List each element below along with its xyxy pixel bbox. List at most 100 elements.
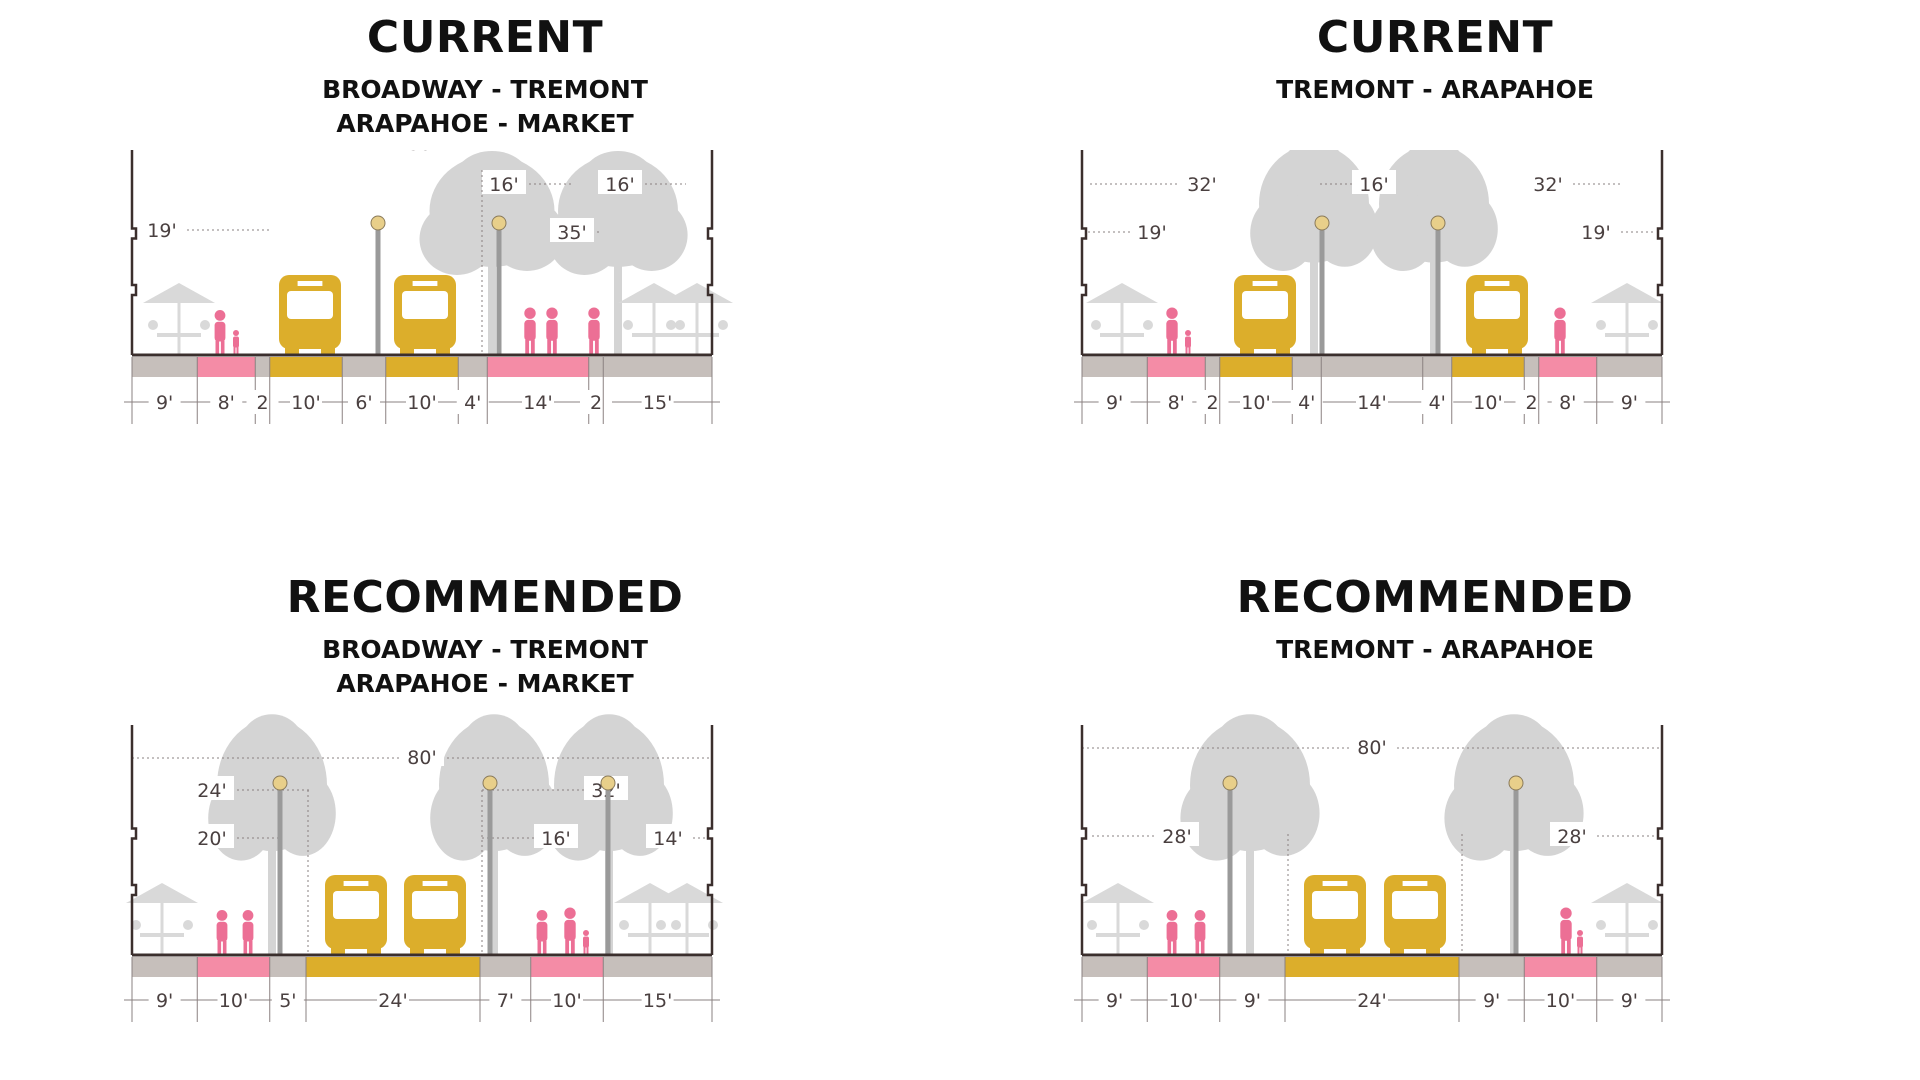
lane-label-bg: [246, 390, 279, 414]
lane-segment-sidewalk: [1459, 957, 1525, 977]
bus-sign: [422, 881, 448, 886]
streetlight-pole: [1319, 223, 1325, 355]
lane-width-label: 6': [355, 392, 372, 414]
person-body: [1185, 336, 1191, 348]
person-head: [1166, 307, 1178, 319]
cafe-table: [1100, 333, 1144, 337]
dimension-label-bg: [400, 150, 444, 152]
cafe-patron: [656, 920, 666, 930]
section-current-broadway: CURRENT BROADWAY - TREMONT ARAPAHOE - MA…: [110, 0, 860, 540]
section-subtitle-line-1: BROADWAY - TREMONT: [322, 635, 648, 664]
lane-segment-bus: [269, 357, 343, 377]
bus-wheel: [285, 347, 299, 355]
lane-width-label: 24': [1357, 990, 1386, 1012]
section-subtitle-line-1: BROADWAY - TREMONT: [322, 75, 648, 104]
person-body: [546, 319, 558, 341]
streetlight-icon: [272, 775, 288, 955]
cafe-table: [1096, 933, 1140, 937]
dimension-label-bg: [1526, 170, 1570, 194]
tree-canopy: [239, 714, 305, 781]
pedestrian-icon: [242, 910, 254, 955]
height-dimension-label: 14': [653, 828, 682, 850]
streetlight-pole: [1227, 783, 1233, 955]
diagram-group: 80'28'28'9'10'9'24'9'10'9': [1074, 714, 1670, 1022]
height-dimension-label: 16': [541, 828, 570, 850]
lane-label-bg: [641, 988, 674, 1012]
cafe-umbrella-icon: [143, 283, 215, 355]
lane-label-bg: [1240, 390, 1272, 414]
bus-icon: [1384, 875, 1446, 955]
lane-width-label: 4': [1298, 392, 1315, 414]
person-body: [216, 921, 228, 942]
lane-segment-buffer: [1205, 357, 1220, 377]
streetlight-lamp: [1314, 215, 1330, 231]
cafe-umbrella-icon: [1591, 883, 1663, 955]
bus-windshield: [1474, 291, 1520, 319]
tree-canopy: [1370, 195, 1437, 271]
lane-label-bg: [1551, 390, 1584, 414]
pedestrian-icon: [1577, 930, 1583, 955]
person-head: [242, 910, 254, 921]
streetlight-icon: [1222, 775, 1238, 955]
lane-label-bg: [551, 988, 583, 1012]
person-leg: [243, 940, 248, 955]
pedestrian-icon: [564, 907, 576, 955]
bus-wheel: [1426, 947, 1440, 955]
lane-width-label: 15': [643, 990, 672, 1012]
lane-width-label: 2: [256, 392, 268, 414]
building-edge: [1656, 150, 1664, 355]
lane-width-label: 9': [156, 990, 173, 1012]
pedestrian-icon: [216, 910, 228, 955]
lane-width-label: 10': [291, 392, 320, 414]
dimension-label-bg: [1350, 734, 1394, 756]
lane-width-label: 2: [1206, 392, 1218, 414]
person-body: [1166, 921, 1178, 942]
bus-wheel: [436, 347, 450, 355]
building-edge: [706, 150, 714, 355]
person-body: [1554, 319, 1566, 341]
overall-width-label: 80': [407, 150, 436, 155]
lane-width-label: 10': [552, 990, 581, 1012]
streetlight-pole: [496, 223, 502, 355]
bus-wheel: [1346, 947, 1360, 955]
tree-trunk: [268, 825, 276, 955]
lane-width-label: 8': [1559, 392, 1576, 414]
lane-width-label: 10': [219, 990, 248, 1012]
umbrella-canopy: [143, 283, 215, 303]
cafe-table: [140, 933, 184, 937]
cafe-table: [632, 333, 676, 337]
cafe-patron: [183, 920, 193, 930]
streetlight-icon: [600, 775, 616, 955]
cafe-patron: [718, 320, 728, 330]
cafe-umbrella-icon: [1591, 283, 1663, 355]
streetlight-icon: [482, 775, 498, 955]
person-head: [588, 307, 600, 319]
lane-segment-bike: [487, 357, 589, 377]
streetlight-pole: [487, 783, 493, 955]
person-body: [233, 336, 239, 348]
umbrella-canopy: [1591, 283, 1663, 303]
height-dimension-label: 19': [1137, 222, 1166, 244]
streetlight-lamp: [1508, 775, 1524, 791]
dimension-label-bg: [1352, 170, 1396, 194]
cafe-patron: [1143, 320, 1153, 330]
umbrella-pole: [695, 303, 699, 355]
bus-icon: [1466, 275, 1528, 355]
dimension-label-bg: [1130, 218, 1174, 242]
building-edge: [1080, 725, 1088, 955]
lane-label-bg: [1196, 390, 1229, 414]
bus-sign: [297, 281, 323, 286]
dimension-label-bg: [1180, 170, 1224, 194]
lane-width-label: 5': [279, 990, 296, 1012]
streetlight-pole: [277, 783, 283, 955]
umbrella-pole: [1116, 903, 1120, 955]
bus-sign: [1322, 881, 1348, 886]
diagram-group: 80'19'16'16'35'9'8'210'6'10'4'14'215': [124, 150, 733, 424]
person-leg: [583, 947, 586, 955]
lane-width-label: 2: [590, 392, 602, 414]
person-leg: [1172, 339, 1177, 355]
building-facade: [1080, 150, 1088, 355]
person-leg: [537, 940, 542, 955]
pedestrian-icon: [588, 307, 600, 355]
